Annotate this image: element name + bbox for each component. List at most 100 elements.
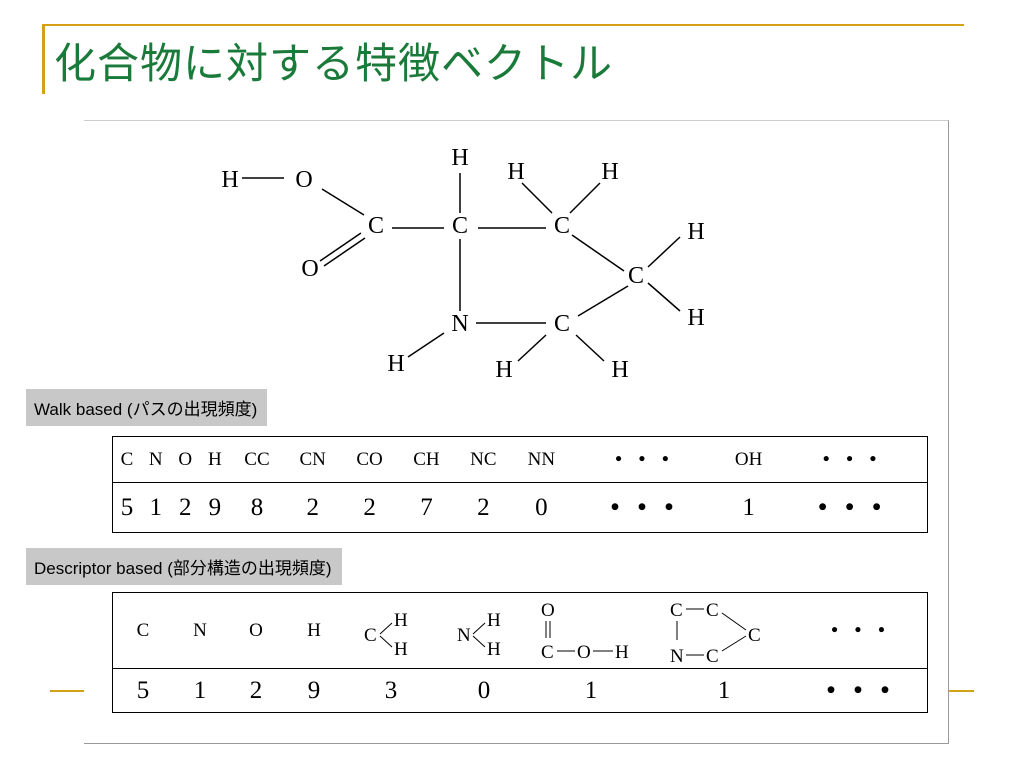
bond-c-o-double-2 [323,237,366,267]
descriptor-value-cell: 1 [653,668,795,713]
atoms: H O C O H C H H C C H H N H C H H [221,145,704,383]
atom-h-cb-left: H [507,159,524,185]
bond-cb-cg [571,234,625,272]
pyrrolidine-ring-substructure: C C C N C [653,593,795,669]
cooh-o: O [577,642,591,663]
title-bar: 化合物に対する特徴ベクトル [42,24,964,94]
atom-h: H [221,167,238,193]
descriptor-value-ellipsis: • • • [795,668,928,713]
cooh-o-top: O [541,600,555,621]
atom-c-beta: C [554,213,570,239]
descriptor-value-cell: 5 [112,668,173,713]
descriptor-value-cell: 9 [285,668,343,713]
walk-header-cell: N [148,448,163,470]
nh2-h-bottom: H [487,639,501,660]
atom-c-gamma: C [628,263,644,289]
molecule-structure: H O C O H C H H C C H H N H C H H [221,145,704,383]
walk-header-cell: CO [356,448,383,470]
walk-based-label: Walk based (パスの出現頻度) [26,389,268,426]
walk-value-row: 5 1 2 9 8 2 2 7 2 0 • • • 1 • • • [112,482,928,533]
ch2-substructure: C H H [343,593,439,669]
cooh-substructure-drawing: O C O H [541,600,629,663]
nh2-n: N [457,625,471,646]
ring-n: N [670,646,684,666]
walk-value-cell: 2 [170,482,201,533]
footer-line-left [50,690,84,692]
walk-value-cell: 1 [719,482,779,533]
walk-header-cell: CN [299,448,326,470]
walk-header-cell: CH [413,448,440,470]
cooh-h: H [615,642,629,663]
descriptor-value-cell: 1 [173,668,227,713]
ring-c1: C [670,600,683,621]
bond-cb-h-right [569,182,601,214]
ch2-c: C [364,625,377,646]
bond-cg-cd [577,285,629,317]
atom-h-ca: H [451,145,468,171]
ring-c3: C [748,625,761,646]
descriptor-header-cell: H [307,619,321,641]
walk-value-cell: 9 [200,482,230,533]
content-frame: H O C O H C H H C C H H N H C H H [84,120,949,744]
descriptor-header-row: C N O H C H H N H H O [113,593,928,669]
title-accent-line-vertical [42,24,45,94]
walk-value-ellipsis: • • • [778,482,928,533]
walk-header-cell: H [207,448,222,470]
walk-header-cell: OH [734,448,763,470]
walk-value-cell: 8 [229,482,285,533]
descriptor-based-label: Descriptor based (部分構造の出現頻度) [26,548,342,585]
descriptor-header-ellipsis: • • • [831,619,891,641]
atom-h-cd-right: H [611,357,628,383]
bond-cd-h-right [575,334,605,362]
atom-c: C [368,213,384,239]
walk-header-cell: O [178,448,193,470]
nh2-substructure: N H H [439,593,529,669]
ring-c4: C [706,646,719,666]
descriptor-header-cell: C [136,619,150,641]
nh2-substructure-drawing: N H H [457,610,501,660]
bond-c-o-double-1 [319,232,362,262]
walk-header-ellipsis: • • • [615,448,675,470]
descriptor-value-cell: 1 [529,668,653,713]
nh2-h-top: H [487,610,501,631]
walk-value-cell: 2 [341,482,399,533]
walk-header-cell: C [120,448,134,470]
walk-header-cell: NN [527,448,556,470]
atom-o: O [295,167,312,193]
descriptor-header-cell: O [249,619,263,641]
walk-header-row: C N O H CC CN CO CH NC NN • • • OH • • • [113,437,928,483]
slide-title: 化合物に対する特徴ベクトル [54,39,614,88]
walk-value-cell: 5 [112,482,141,533]
walk-value-ellipsis: • • • [570,482,720,533]
atom-h-cb-right: H [601,159,618,185]
cooh-c: C [541,642,554,663]
bond-cd-h-left [517,334,547,362]
walk-value-cell: 2 [454,482,512,533]
cooh-substructure: O C O H [529,593,653,669]
atom-h-cg-bottom: H [687,305,704,331]
ring-c2: C [706,600,719,621]
ring-substructure-drawing: C C C N C [670,600,761,666]
walk-header-cell: CC [244,448,270,470]
atom-n: N [451,311,468,337]
atom-h-cg-top: H [687,219,704,245]
ch2-substructure-drawing: C H H [364,610,408,660]
walk-value-cell: 7 [398,482,455,533]
atom-h-cd-left: H [495,357,512,383]
title-accent-line-horizontal [42,24,964,26]
descriptor-value-cell: 3 [343,668,439,713]
descriptor-value-row: 5 1 2 9 3 0 1 1 • • • [112,668,928,713]
bond-n-h [407,332,445,358]
bonds [242,173,681,362]
footer-line-right [948,690,974,692]
walk-value-cell: 2 [284,482,342,533]
walk-value-cell: 1 [140,482,171,533]
bond-o-c [321,188,365,216]
atom-h-n: H [387,351,404,377]
descriptor-value-cell: 2 [227,668,285,713]
walk-header-cell: NC [470,448,497,470]
bond-cb-h-left [521,182,553,214]
descriptor-value-cell: 0 [439,668,529,713]
atom-c-alpha: C [452,213,468,239]
ch2-h-top: H [394,610,408,631]
